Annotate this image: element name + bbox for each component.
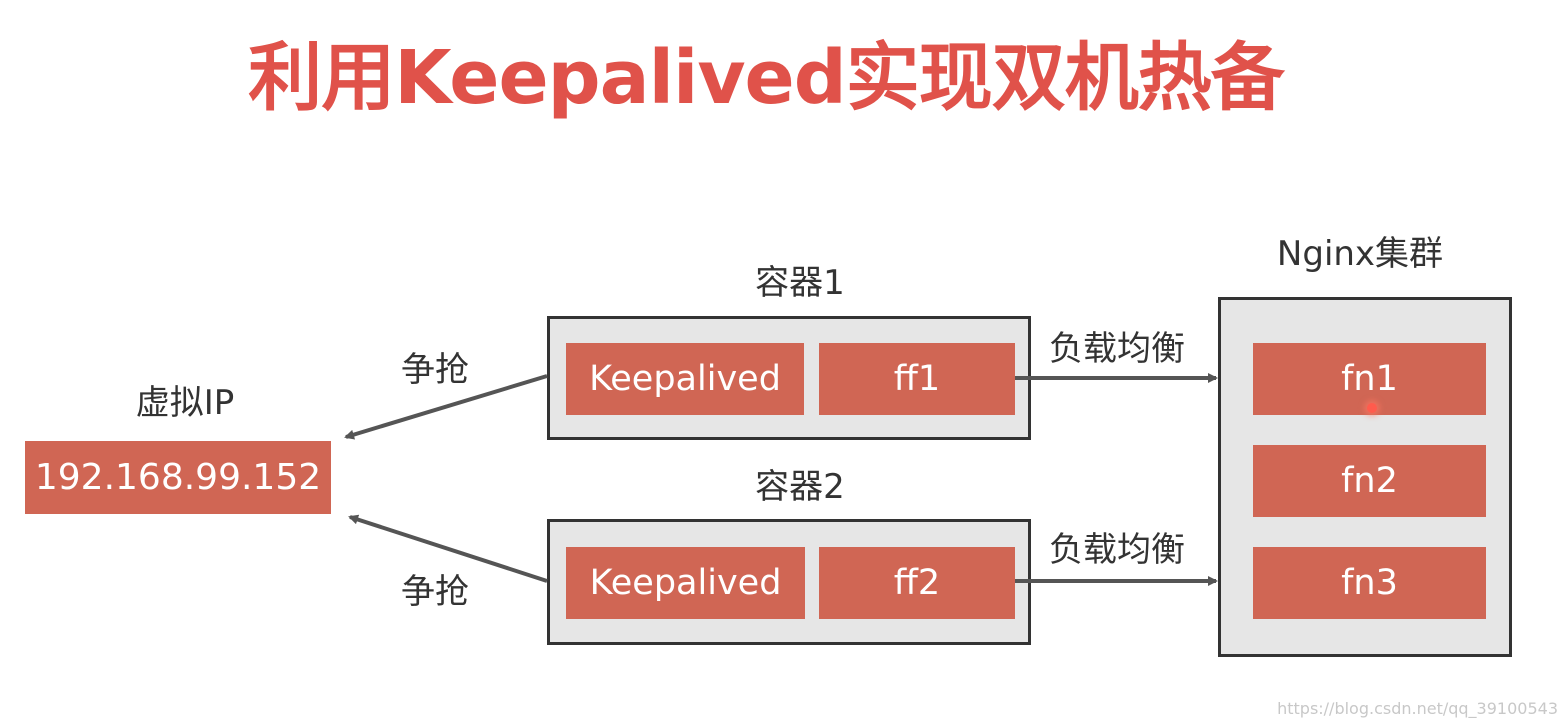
watermark: https://blog.csdn.net/qq_39100543 [1277, 699, 1558, 718]
container-2-node: ff2 [819, 547, 1015, 619]
load-balance-label-2: 负载均衡 [1049, 530, 1185, 570]
container-1-node: ff1 [819, 343, 1015, 415]
cluster-node-fn2: fn2 [1253, 445, 1486, 517]
cluster-label: Nginx集群 [1276, 234, 1444, 274]
virtual-ip-address: 192.168.99.152 [25, 441, 331, 514]
virtual-ip-label: 虚拟IP [135, 383, 235, 423]
compete-arrow-1 [344, 374, 548, 440]
container-2-label: 容器2 [755, 467, 845, 507]
compete-label-2: 争抢 [401, 572, 469, 612]
compete-label-1: 争抢 [401, 350, 469, 390]
pointer-cursor-icon [1367, 403, 1377, 413]
compete-arrow-2 [348, 514, 548, 583]
container-1-label: 容器1 [755, 263, 845, 303]
container-1-keepalived: Keepalived [566, 343, 804, 415]
load-balance-label-1: 负载均衡 [1049, 329, 1185, 369]
diagram-title: 利用Keepalived实现双机热备 [248, 35, 1284, 121]
cluster-node-fn3: fn3 [1253, 547, 1486, 619]
container-2-keepalived: Keepalived [566, 547, 805, 619]
